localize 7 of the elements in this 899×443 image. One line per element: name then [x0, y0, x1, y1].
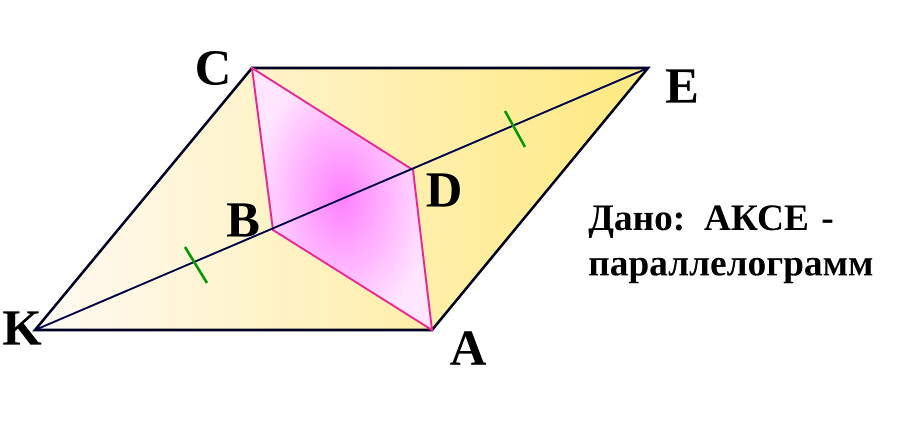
- point-label: C: [197, 50, 228, 86]
- point-label: E: [666, 69, 696, 103]
- given-text: Дано: АКСЕ - параллелограмм: [588, 205, 872, 284]
- point-label: B: [226, 203, 258, 237]
- point-label: D: [426, 173, 460, 207]
- point-label: A: [450, 331, 486, 365]
- point-label: K: [3, 311, 42, 345]
